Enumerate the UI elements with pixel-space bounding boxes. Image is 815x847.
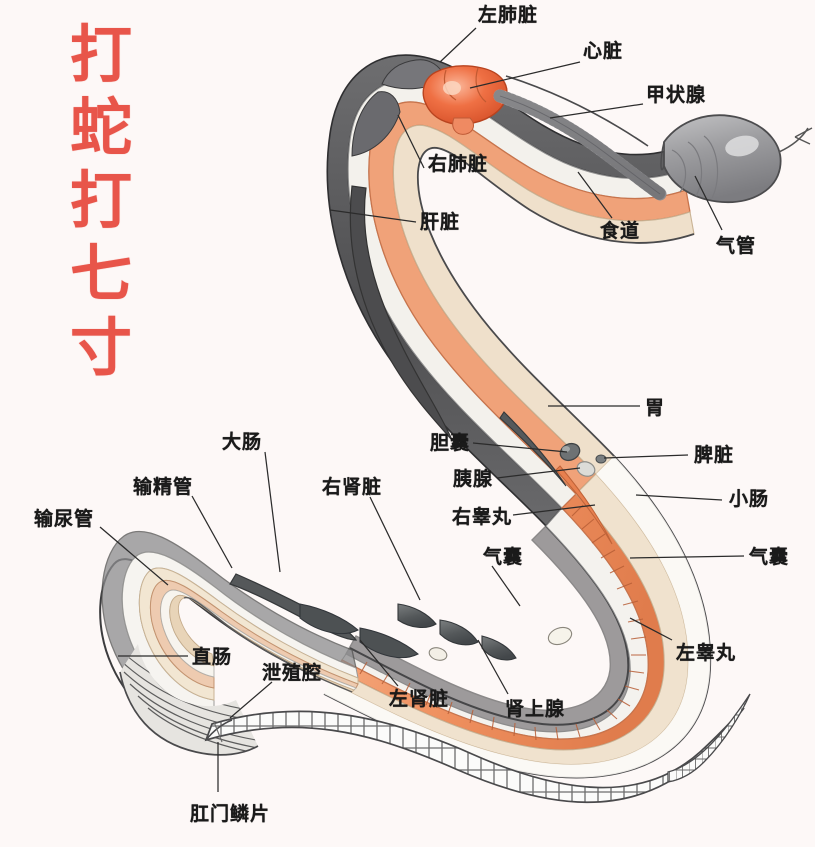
label-gallbladder: 胆囊 <box>430 432 471 454</box>
label-liver: 肝脏 <box>420 211 461 233</box>
leader-esophagus <box>577 171 613 219</box>
label-heart: 心脏 <box>583 40 624 62</box>
spleen-shape <box>595 454 607 464</box>
leader-ureter <box>99 526 169 586</box>
slogan-text: 打 蛇 打 七 寸 <box>69 18 132 384</box>
snake-head <box>660 114 813 203</box>
label-thyroid: 甲状腺 <box>646 84 707 106</box>
label-large-intestine: 大肠 <box>222 431 263 453</box>
snake-tail <box>204 693 751 804</box>
label-left-lung: 左肺脏 <box>478 4 539 26</box>
label-esophagus: 食道 <box>600 220 641 242</box>
heart-shape <box>422 65 508 135</box>
leader-vas-deferens <box>191 495 233 569</box>
label-right-kidney: 右肾脏 <box>322 476 383 498</box>
left-testis-shape <box>547 626 573 646</box>
label-pancreas: 胰腺 <box>453 468 494 490</box>
leader-spleen <box>603 454 689 459</box>
leader-lines <box>99 27 745 792</box>
leader-thyroid <box>549 103 644 119</box>
leader-left-kidney <box>359 639 399 687</box>
label-anal-scale: 肛门鳞片 <box>190 803 271 825</box>
leader-adrenal-gland <box>477 639 509 695</box>
leader-pancreas <box>496 467 581 479</box>
label-air-sac-left: 气囊 <box>483 546 524 568</box>
leader-right-testis <box>512 504 596 516</box>
leader-small-intestine <box>635 494 723 501</box>
label-left-kidney: 左肾脏 <box>389 688 450 710</box>
label-vas-deferens: 输精管 <box>133 476 194 498</box>
upper-body-group <box>326 54 813 528</box>
label-rectum: 直肠 <box>192 646 233 668</box>
label-right-lung: 右肺脏 <box>428 153 489 175</box>
leader-right-kidney <box>369 496 421 601</box>
leader-cloaca <box>229 681 273 719</box>
leader-heart <box>469 61 581 89</box>
leader-left-testis <box>629 617 673 641</box>
leader-liver <box>329 209 417 223</box>
stomach-shape <box>555 465 613 545</box>
leader-gallbladder <box>472 442 568 453</box>
label-left-testis: 左睾丸 <box>676 642 737 664</box>
pancreas-shape <box>576 461 596 477</box>
leader-trachea <box>694 175 723 231</box>
adrenal-gland-shape <box>428 647 448 661</box>
leader-left-lung <box>439 27 477 63</box>
trachea-shape <box>493 89 667 201</box>
label-air-sac-right: 气囊 <box>749 546 790 568</box>
label-cloaca: 泄殖腔 <box>262 662 323 684</box>
label-trachea: 气管 <box>716 235 757 257</box>
leader-air-sac-left <box>491 565 521 607</box>
left-kidney-shape <box>299 603 419 659</box>
label-small-intestine: 小肠 <box>729 488 770 510</box>
leader-right-lung <box>397 114 425 169</box>
right-kidney-shape <box>397 603 517 661</box>
label-right-testis: 右睾丸 <box>452 506 513 528</box>
leader-large-intestine <box>264 451 281 573</box>
label-ureter: 输尿管 <box>34 508 95 530</box>
liver-shape <box>349 185 453 441</box>
label-stomach: 胃 <box>645 397 666 419</box>
lower-left-loop-group <box>99 530 573 756</box>
label-spleen: 脾脏 <box>694 444 735 466</box>
leader-air-sac-right <box>629 555 745 559</box>
label-adrenal-gland: 肾上腺 <box>505 698 566 720</box>
